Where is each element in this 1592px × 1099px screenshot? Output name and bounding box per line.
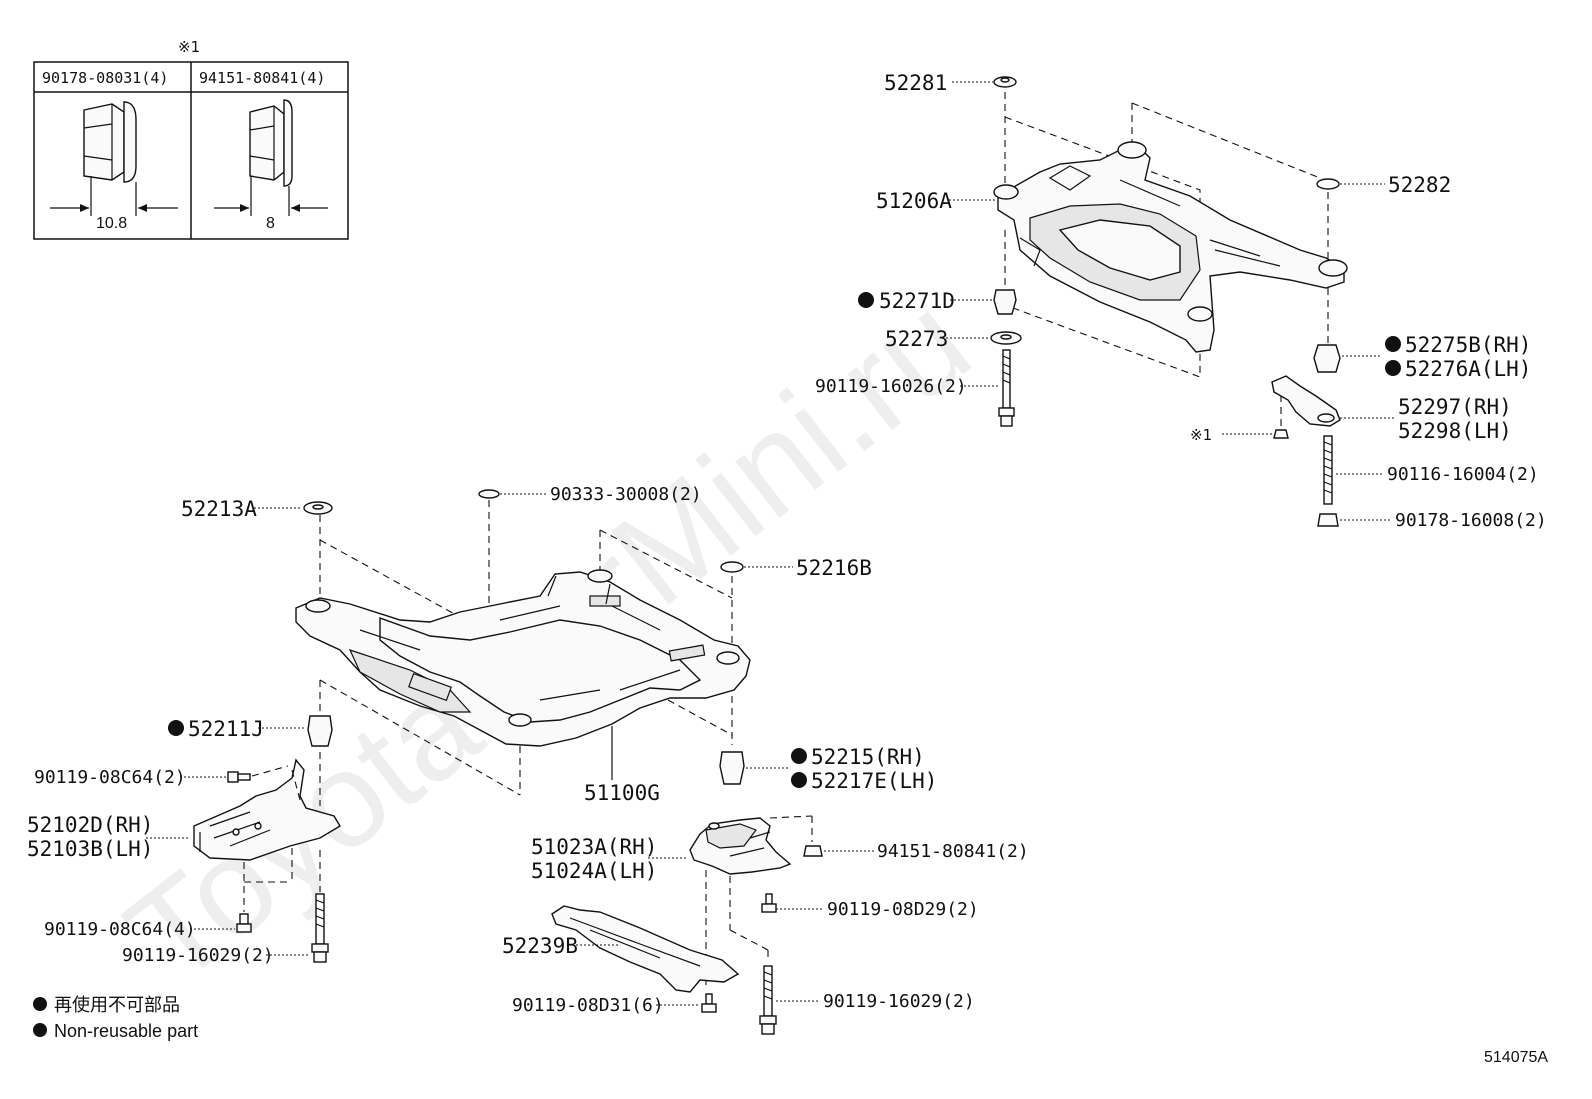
note-table-part-2: 94151-80841(4) bbox=[199, 69, 325, 87]
flange-nut-icon bbox=[50, 101, 178, 216]
label-90119-16029-right: 90119-16029(2) bbox=[823, 991, 975, 1012]
note-table-part-1: 90178-08031(4) bbox=[42, 69, 168, 87]
bracket-51023a bbox=[689, 817, 792, 875]
brace-52239b bbox=[551, 905, 740, 993]
legend-japanese: 再使用不可部品 bbox=[54, 995, 180, 1015]
label-52239b: 52239B bbox=[502, 934, 578, 958]
nut-94151-80841 bbox=[803, 845, 823, 857]
label-52211j: 52211J bbox=[188, 717, 264, 741]
label-52102d: 52102D(RH) bbox=[27, 813, 153, 837]
label-52298: 52298(LH) bbox=[1398, 419, 1512, 443]
hex-nut-icon bbox=[214, 99, 328, 216]
bolt-90119-08c64-4 bbox=[236, 913, 252, 933]
bolt-90116-16004 bbox=[1323, 435, 1333, 505]
label-90119-08d31: 90119-08D31(6) bbox=[512, 995, 664, 1016]
bushing-stopper-52211j bbox=[307, 715, 333, 747]
bushing-stopper-52271d bbox=[993, 289, 1017, 315]
label-52297: 52297(RH) bbox=[1398, 395, 1512, 419]
note-table-dimension-1: 10.8 bbox=[96, 215, 127, 232]
label-94151-80841: 94151-80841(2) bbox=[877, 841, 1029, 862]
label-51100g: 51100G bbox=[584, 781, 660, 805]
non-reusable-marker-icon bbox=[791, 748, 807, 764]
label-52273: 52273 bbox=[885, 327, 948, 351]
bushing-stopper-52275b bbox=[1313, 344, 1341, 373]
bolt-90119-08d31 bbox=[701, 993, 717, 1013]
non-reusable-marker-icon bbox=[858, 292, 874, 308]
label-90119-08c64-4: 90119-08C64(4) bbox=[44, 919, 196, 940]
label-90116-16004: 90116-16004(2) bbox=[1387, 464, 1539, 485]
front-crossmember-51100g bbox=[295, 569, 751, 747]
label-51023a: 51023A(RH) bbox=[531, 835, 657, 859]
bolt-90119-16029-left bbox=[311, 893, 329, 963]
label-52276a: 52276A(LH) bbox=[1405, 357, 1531, 381]
note-table: ※1 90178-08031(4) 94151-80841(4) 10.8 bbox=[33, 38, 349, 240]
non-reusable-marker-icon bbox=[791, 772, 807, 788]
label-52215: 52215(RH) bbox=[811, 745, 925, 769]
non-reusable-marker-icon bbox=[168, 720, 184, 736]
bolt-90119-08c64-2 bbox=[227, 771, 251, 783]
label-52282: 52282 bbox=[1388, 173, 1451, 197]
note-table-marker: ※1 bbox=[178, 38, 200, 56]
rear-suspension-member-51206a bbox=[993, 141, 1348, 353]
label-note-1: ※1 bbox=[1190, 426, 1212, 444]
label-90119-08c64-2: 90119-08C64(2) bbox=[34, 767, 186, 788]
label-52281: 52281 bbox=[884, 71, 947, 95]
non-reusable-marker-icon bbox=[1385, 360, 1401, 376]
label-90119-16029-left: 90119-16029(2) bbox=[122, 945, 274, 966]
label-52271d: 52271D bbox=[879, 289, 955, 313]
bolt-90119-16029-right bbox=[759, 965, 777, 1035]
non-reusable-marker-icon bbox=[33, 1023, 47, 1037]
label-51024a: 51024A(LH) bbox=[531, 859, 657, 883]
nut-90178-16008 bbox=[1317, 513, 1339, 527]
note-table-dimension-2: 8 bbox=[266, 215, 275, 232]
washer-52216b bbox=[720, 561, 744, 573]
non-reusable-marker-icon bbox=[33, 997, 47, 1011]
label-52213a: 52213A bbox=[181, 497, 257, 521]
front-member-group: 52213A 90333-30008(2) 52216B 51100G 5221… bbox=[27, 484, 1029, 1035]
non-reusable-marker-icon bbox=[1385, 336, 1401, 352]
plug-90333-30008 bbox=[478, 489, 500, 499]
label-52275b: 52275B(RH) bbox=[1405, 333, 1531, 357]
legend-english: Non-reusable part bbox=[54, 1021, 198, 1041]
label-90178-16008: 90178-16008(2) bbox=[1395, 510, 1547, 531]
label-52103b: 52103B(LH) bbox=[27, 837, 153, 861]
rear-member-group: 52281 51206A 52282 52271D 52273 90119-16… bbox=[815, 71, 1547, 531]
label-90119-16026: 90119-16026(2) bbox=[815, 376, 967, 397]
washer-52282 bbox=[1316, 178, 1340, 190]
bolt-90119-16026 bbox=[998, 349, 1015, 427]
label-52216b: 52216B bbox=[796, 556, 872, 580]
stopper-bracket-52297 bbox=[1271, 375, 1341, 427]
label-90333-30008: 90333-30008(2) bbox=[550, 484, 702, 505]
bushing-stopper-52215 bbox=[719, 751, 745, 785]
label-90119-08d29: 90119-08D29(2) bbox=[827, 899, 979, 920]
label-52217e: 52217E(LH) bbox=[811, 769, 937, 793]
legend: 再使用不可部品 Non-reusable part bbox=[33, 995, 198, 1041]
label-51206a: 51206A bbox=[876, 189, 952, 213]
nut-note-1 bbox=[1273, 429, 1289, 439]
bracket-52102d bbox=[193, 758, 341, 861]
bolt-90119-08d29 bbox=[761, 893, 777, 913]
figure-code: 514075A bbox=[1484, 1049, 1548, 1066]
